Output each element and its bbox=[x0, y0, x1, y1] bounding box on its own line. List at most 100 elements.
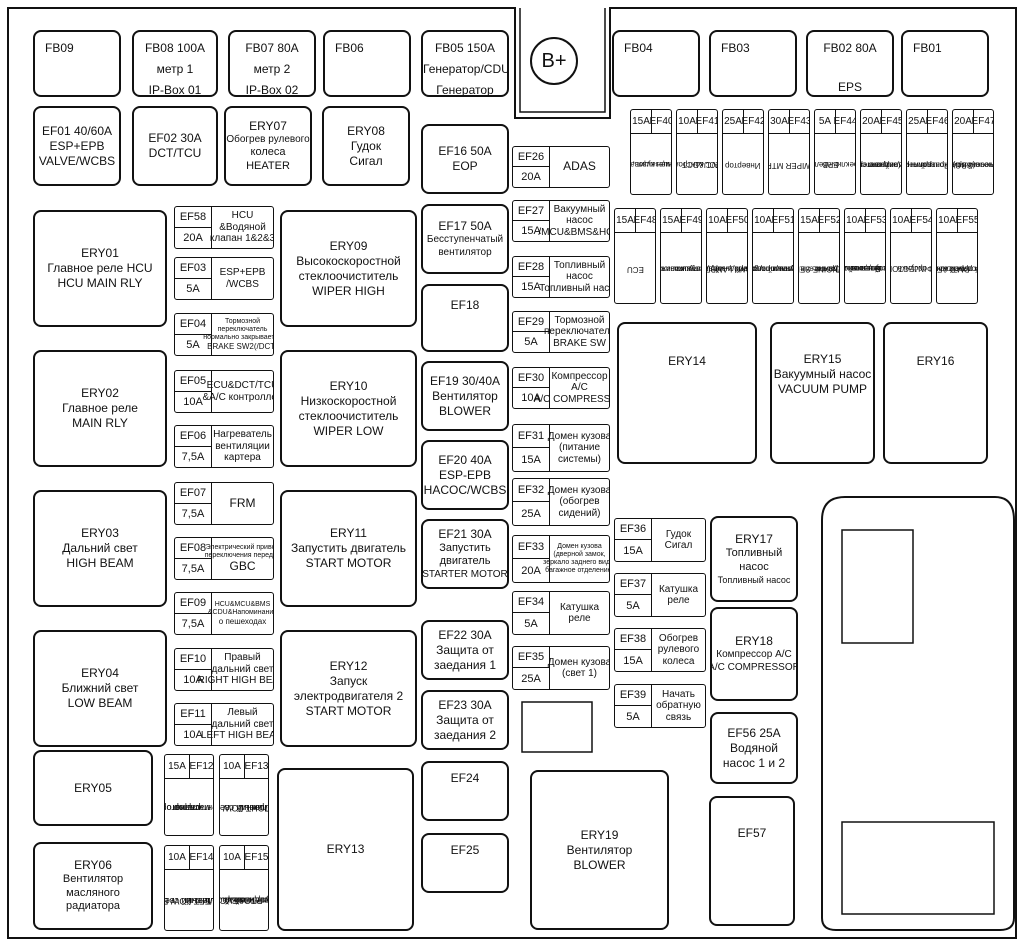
fuse-description-line: RIGHT LOW BEAM bbox=[220, 802, 268, 813]
fuse-ef51[interactable]: 10AEF51Регулирующий клапанКлапан продувк… bbox=[752, 208, 794, 304]
fuse-ef52[interactable]: 15AEF52ДатчикдвигателяENGINE SENSOR bbox=[798, 208, 840, 304]
fuse-id: EF07 bbox=[175, 483, 212, 504]
fuse-description-line: Обогрев bbox=[658, 632, 699, 644]
fuse-fb09[interactable]: FB09 bbox=[33, 30, 121, 97]
component-description: Компрессор A/C bbox=[716, 649, 792, 660]
fuse-ef18[interactable]: EF18 bbox=[421, 284, 509, 352]
fuse-ef24[interactable]: EF24 bbox=[421, 761, 509, 821]
relay-ery05[interactable]: ERY05 bbox=[33, 750, 153, 826]
relay-ery13[interactable]: ERY13 bbox=[277, 768, 414, 931]
fuse-fb06[interactable]: FB06 bbox=[323, 30, 411, 97]
fuse-ef53[interactable]: 10AEF53Водяной насосБесступенчатыйвентил… bbox=[844, 208, 886, 304]
relay-ery16[interactable]: ERY16 bbox=[883, 322, 988, 464]
fuse-ef57[interactable]: EF57 bbox=[709, 796, 795, 926]
fuse-description-line: Катушка bbox=[658, 583, 699, 595]
fuse-description-lines: WIPER MTR bbox=[769, 141, 809, 187]
fuse-fb03[interactable]: FB03 bbox=[709, 30, 797, 97]
fuse-fb04[interactable]: FB04 bbox=[612, 30, 700, 97]
fuse-ef15[interactable]: 10AEF15Бесступенчатыйвентилятори водяной… bbox=[219, 845, 269, 931]
fuse-ef40[interactable]: 15AEF40Домен кузова(свет, солнцезащит., … bbox=[630, 109, 672, 195]
fuse-fb01[interactable]: FB01 bbox=[901, 30, 989, 97]
fuse-description-line: WIPER MTR bbox=[768, 160, 810, 170]
fuse-ef50[interactable]: 10AEF50Передний и заднийкислородный датч… bbox=[706, 208, 748, 304]
fuse-description: Домен кузова(свет 1) bbox=[548, 647, 609, 689]
fuse-description-line: BRAKE SW bbox=[553, 337, 606, 349]
component-description: WIPER LOW bbox=[313, 423, 384, 438]
fuse-ef25[interactable]: EF25 bbox=[421, 833, 509, 893]
fuse-ef49[interactable]: 15AEF49КатушказажиганияКатушка зажигания bbox=[660, 208, 702, 304]
fuse-ef47[interactable]: 20AEF47Электрический приводпереключения … bbox=[952, 109, 994, 195]
fuse-description-line: (питание bbox=[558, 442, 601, 454]
fuse-ef12[interactable]: 15AEF12Вентилятормасляногорадиатора bbox=[164, 754, 214, 836]
fuse-ef44[interactable]: 5AEF44ПереключательEPB bbox=[814, 109, 856, 195]
fuse-ef55[interactable]: 10AEF55Тормозной переключательи водяной … bbox=[936, 208, 978, 304]
fuse-id: EF26 bbox=[513, 147, 550, 167]
relay-ery14[interactable]: ERY14 bbox=[617, 322, 757, 464]
